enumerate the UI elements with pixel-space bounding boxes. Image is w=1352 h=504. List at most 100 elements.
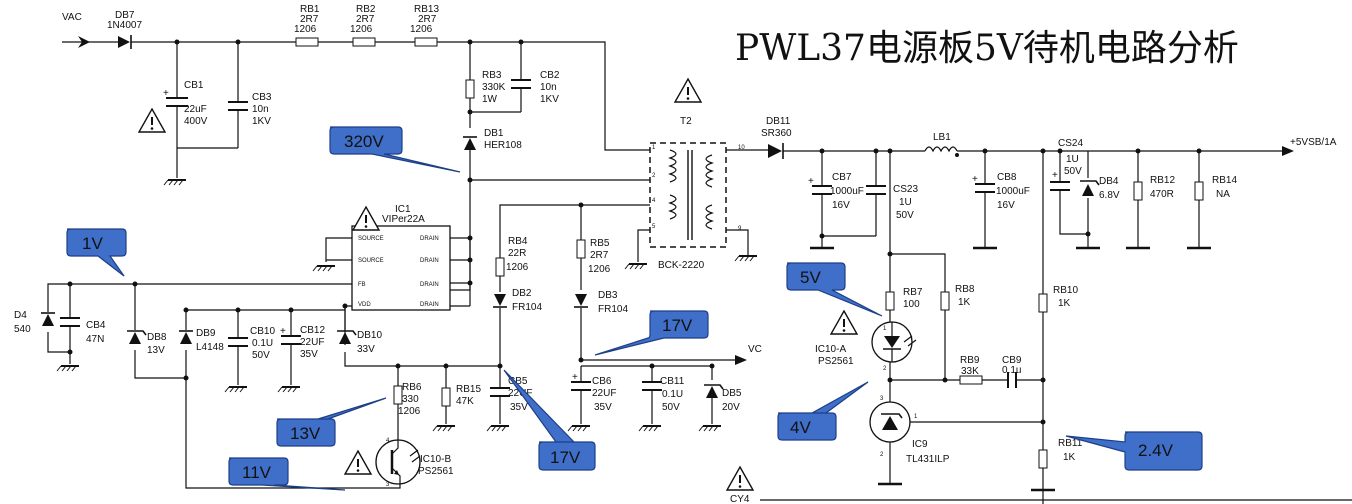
cb11-ref: CB11 [660, 376, 685, 387]
cb10-ref: CB10 [250, 326, 275, 337]
rb12-value: 470R [1150, 189, 1174, 200]
svg-text:13V: 13V [290, 424, 321, 443]
callout-17v-bottom: 17V [503, 369, 596, 471]
cs24-value: 1U [1066, 154, 1079, 165]
rb5-ref: RB5 [590, 238, 610, 249]
db11-value: SR360 [761, 128, 792, 139]
db2-value: FR104 [512, 302, 542, 313]
svg-text:+: + [163, 88, 169, 99]
cb11-voltage: 50V [662, 402, 680, 413]
cb4-ref: CB4 [86, 320, 106, 331]
callout-320v: 320V [329, 126, 461, 173]
db10-ref: DB10 [357, 330, 382, 341]
callout-5v: 5V [786, 262, 883, 317]
cb9-value: 0.1u [1002, 365, 1021, 376]
svg-text:3: 3 [880, 396, 884, 402]
cb1-voltage: 400V [184, 116, 208, 127]
cb5-ref: CB5 [508, 376, 528, 387]
svg-text:2: 2 [652, 173, 656, 179]
db1-value: HER108 [484, 140, 522, 151]
rb1-ref: RB1 [300, 4, 320, 15]
callout-13v: 13V [276, 397, 387, 447]
cb2-ref: CB2 [540, 70, 560, 81]
d4-ref: D4 [14, 310, 27, 321]
rb1-value: 2R7 [300, 14, 319, 25]
cb5-value: 22UF [508, 388, 532, 399]
svg-text:1V: 1V [82, 234, 103, 253]
rb2-package: 1206 [350, 24, 373, 35]
svg-text:3: 3 [386, 482, 390, 488]
rb14-ref: RB14 [1212, 175, 1237, 186]
ic9-value: TL431ILP [906, 454, 950, 465]
net-5vsb-label: +5VSB/1A [1290, 137, 1337, 148]
lb1-ref: LB1 [933, 132, 951, 143]
cb11-value: 0.1U [662, 389, 683, 400]
rb2-value: 2R7 [356, 14, 375, 25]
db9-ref: DB9 [196, 328, 216, 339]
rb3-power: 1W [482, 94, 498, 105]
rb3-value: 330K [482, 82, 506, 93]
rb13-package: 1206 [410, 24, 433, 35]
cb1-value: 22uF [184, 104, 207, 115]
cb6-voltage: 35V [594, 402, 612, 413]
d4-value: 540 [14, 324, 31, 335]
cs23-ref: CS23 [893, 184, 918, 195]
svg-text:+: + [1052, 170, 1058, 181]
cb7-value: 1000uF [830, 186, 864, 197]
rb11-ref: RB11 [1058, 438, 1083, 449]
rb8-ref: RB8 [955, 284, 975, 295]
svg-text:SOURCE: SOURCE [358, 236, 384, 242]
cs24-ref: CS24 [1058, 138, 1083, 149]
db10-value: 33V [357, 344, 375, 355]
db8-ref: DB8 [147, 332, 167, 343]
rb14-value: NA [1216, 189, 1230, 200]
svg-text:+: + [280, 326, 286, 337]
cb4-value: 47N [86, 334, 104, 345]
cb3-ref: CB3 [252, 92, 272, 103]
svg-text:DRAIN: DRAIN [420, 236, 439, 242]
cb9-ref: CB9 [1002, 355, 1022, 366]
rb1-package: 1206 [294, 24, 317, 35]
svg-text:SOURCE: SOURCE [358, 258, 384, 264]
callout-2-4v: 2.4V [1065, 431, 1203, 471]
cb6-value: 22UF [592, 388, 616, 399]
cb7-ref: CB7 [832, 172, 852, 183]
rb5-value: 2R7 [590, 250, 609, 261]
cb2-value: 10n [540, 82, 557, 93]
ic10b-value: PS2561 [418, 466, 454, 477]
net-vc-label: VC [748, 344, 762, 355]
callout-1v: 1V [66, 228, 127, 277]
svg-text:17V: 17V [550, 448, 581, 467]
svg-text:1: 1 [652, 145, 656, 151]
cb3-voltage: 1KV [252, 116, 271, 127]
db7-value: 1N4007 [107, 20, 142, 31]
svg-text:DRAIN: DRAIN [420, 258, 439, 264]
svg-text:17V: 17V [662, 316, 693, 335]
rb4-ref: RB4 [508, 236, 528, 247]
rb6-value: 330 [402, 394, 419, 405]
cb8-value: 1000uF [996, 186, 1030, 197]
db8-value: 13V [147, 345, 165, 356]
ic10a-ref: IC10-A [815, 344, 846, 355]
rb3-ref: RB3 [482, 70, 502, 81]
db2-ref: DB2 [512, 288, 532, 299]
cb7-voltage: 16V [832, 200, 850, 211]
svg-text:1: 1 [914, 414, 918, 420]
cb10-value: 0.1U [252, 338, 273, 349]
net-vac-label: VAC [62, 12, 82, 23]
rb10-value: 1K [1058, 298, 1071, 309]
ic10b-ref: IC10-B [420, 454, 451, 465]
svg-text:5V: 5V [800, 268, 821, 287]
rb10-ref: RB10 [1053, 285, 1078, 296]
rb9-ref: RB9 [960, 355, 980, 366]
rb15-value: 47K [456, 396, 474, 407]
ic9-ref: IC9 [912, 439, 928, 450]
db3-value: FR104 [598, 304, 628, 315]
db7-ref: DB7 [115, 10, 135, 21]
cb8-ref: CB8 [997, 172, 1017, 183]
cb12-voltage: 35V [300, 349, 318, 360]
callout-17v-top: 17V [594, 310, 709, 356]
svg-text:+: + [972, 174, 978, 185]
db5-value: 20V [722, 402, 740, 413]
